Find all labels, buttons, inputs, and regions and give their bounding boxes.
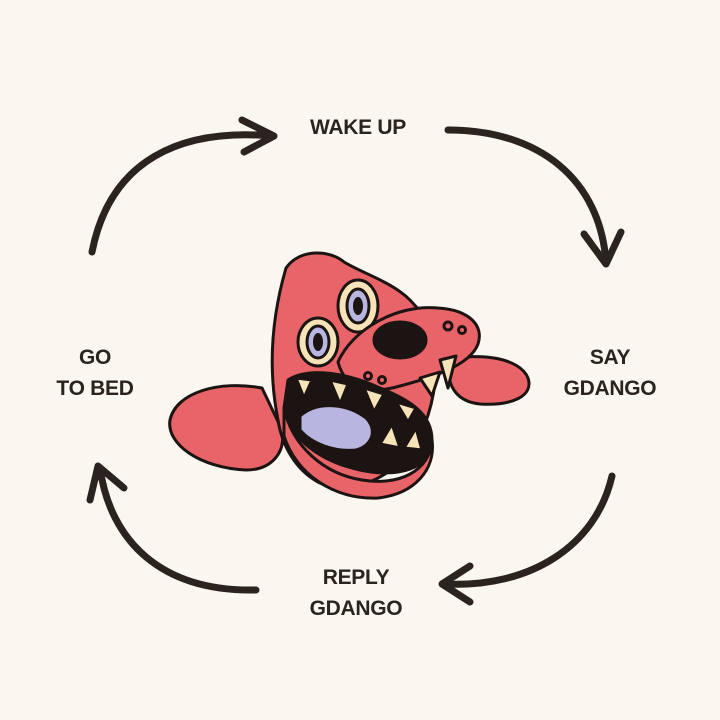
creature-lip (282, 406, 434, 500)
arrow-say-to-reply (442, 472, 616, 588)
arrow-bed-to-wake-head (238, 116, 278, 156)
step-go-to-bed-line-2: TO BED (56, 377, 134, 400)
creature-left-ear (168, 384, 285, 472)
arrow-wake-to-say (444, 126, 610, 266)
step-reply-gdango: REPLY GDANGO (276, 562, 436, 624)
arrow-reply-to-bed-head (86, 462, 128, 504)
creature-nose (372, 320, 428, 360)
arrow-reply-to-bed (96, 464, 260, 594)
creature-teeth (294, 354, 458, 452)
step-wake-up-line-1: WAKE UP (310, 116, 406, 139)
pink-creature-mascot-icon (168, 251, 531, 500)
creature-tongue (298, 404, 374, 452)
arrow-say-to-reply-head (438, 562, 474, 606)
step-wake-up: WAKE UP (258, 112, 458, 143)
step-say-gdango-line-1: SAY (589, 346, 631, 369)
step-go-to-bed: GO TO BED (30, 342, 160, 404)
step-go-to-bed-line-1: GO (78, 346, 112, 369)
step-say-gdango-line-2: GDANGO (563, 377, 657, 400)
creature-right-ear (446, 355, 531, 406)
arrow-bed-to-wake (88, 131, 276, 256)
step-reply-gdango-line-2: GDANGO (309, 597, 403, 620)
step-reply-gdango-line-1: REPLY (322, 566, 390, 589)
step-say-gdango: SAY GDANGO (530, 342, 690, 404)
arrow-wake-to-say-head (580, 228, 625, 268)
